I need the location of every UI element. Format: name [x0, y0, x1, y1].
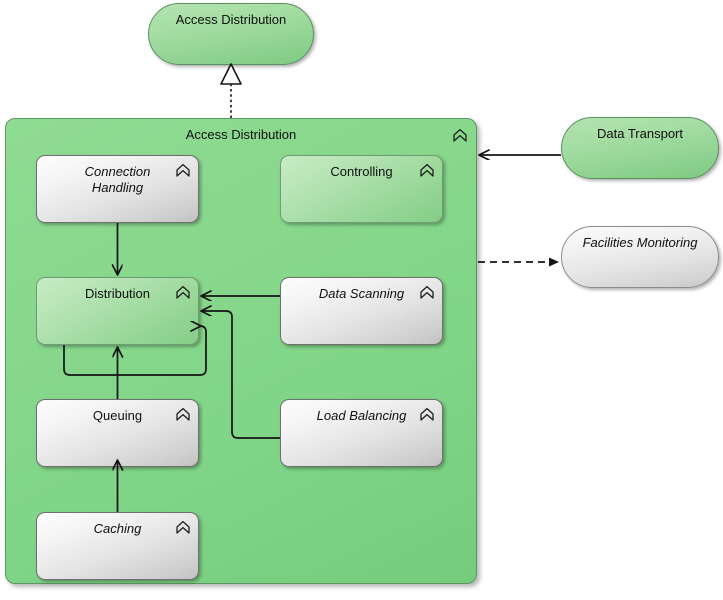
node-label: Connection Handling	[84, 164, 151, 195]
function-chevron-icon	[176, 520, 190, 534]
node-data-transport[interactable]: Data Transport	[561, 117, 719, 179]
function-chevron-icon	[176, 407, 190, 421]
node-access-distribution-service[interactable]: Access Distribution	[148, 3, 314, 65]
function-chevron-icon	[420, 285, 434, 299]
node-label: Caching	[93, 521, 142, 536]
relation-realization-container-to-service	[220, 63, 242, 118]
node-label: Controlling	[330, 164, 393, 179]
node-distribution[interactable]: Distribution	[36, 277, 199, 345]
node-label: Distribution	[84, 286, 151, 301]
node-controlling[interactable]: Controlling	[280, 155, 443, 223]
node-connection-handling[interactable]: Connection Handling	[36, 155, 199, 223]
function-chevron-icon	[176, 163, 190, 177]
node-label: Queuing	[92, 408, 143, 423]
node-queuing[interactable]: Queuing	[36, 399, 199, 467]
node-data-scanning[interactable]: Data Scanning	[280, 277, 443, 345]
node-caching[interactable]: Caching	[36, 512, 199, 580]
node-label: Access Distribution	[175, 12, 287, 27]
container-title: Access Distribution	[185, 127, 297, 142]
node-load-balancing[interactable]: Load Balancing	[280, 399, 443, 467]
function-chevron-icon	[420, 163, 434, 177]
node-label: Data Transport	[597, 126, 683, 141]
function-chevron-icon	[453, 128, 467, 142]
node-facilities-monitoring[interactable]: Facilities Monitoring	[561, 226, 719, 288]
node-label: Data Scanning	[318, 286, 405, 301]
node-label: Facilities Monitoring	[582, 235, 698, 250]
function-chevron-icon	[420, 407, 434, 421]
function-chevron-icon	[176, 285, 190, 299]
node-label: Load Balancing	[316, 408, 407, 423]
